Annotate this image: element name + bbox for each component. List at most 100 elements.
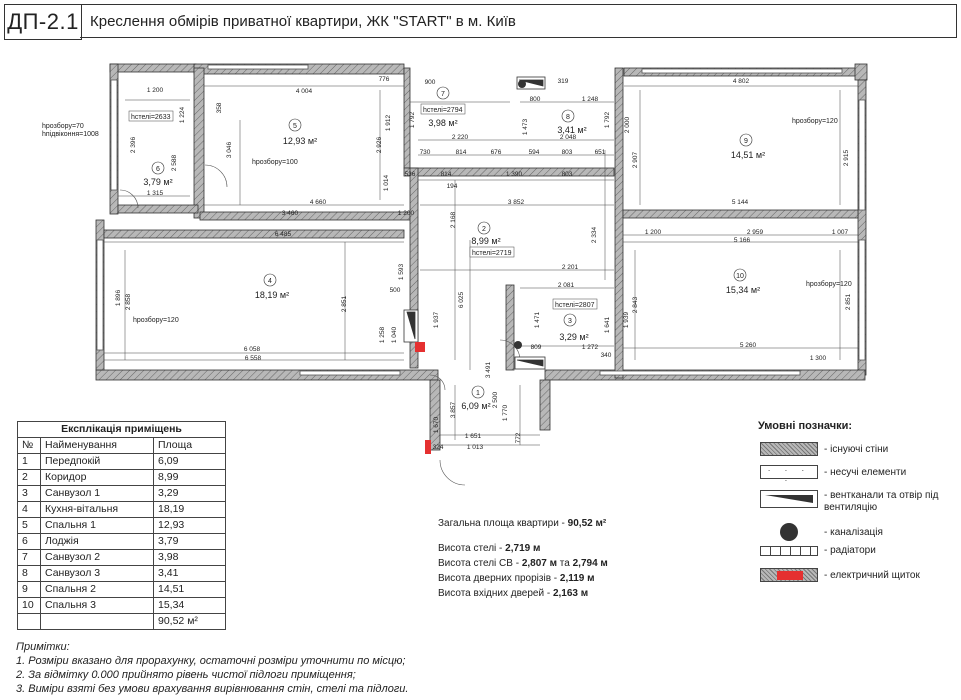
windows xyxy=(96,64,866,376)
entry-door-height: Висота вхідних дверей - 2,163 м xyxy=(438,588,589,599)
ceiling-height-6: hстелі=2633 xyxy=(131,113,171,121)
svg-text:5: 5 xyxy=(293,123,297,130)
svg-text:194: 194 xyxy=(447,183,458,190)
room-9-label: 9 14,51 м² xyxy=(731,133,765,160)
svg-text:1 014: 1 014 xyxy=(383,174,390,191)
note-item: 3. Виміри взяті без умови врахування вир… xyxy=(16,683,409,695)
room-3-label: 3 3,29 м² xyxy=(559,313,589,342)
svg-text:2 851: 2 851 xyxy=(845,293,852,310)
room-10-label: 10 15,34 м² xyxy=(726,268,760,295)
ceiling-height: Висота стелі - 2,719 м xyxy=(438,543,541,554)
legend-vent: - вентканали та отвір під вентиляцію xyxy=(760,490,944,514)
svg-text:2: 2 xyxy=(482,226,486,233)
svg-text:2 048: 2 048 xyxy=(560,134,577,141)
svg-text:2 168: 2 168 xyxy=(450,211,457,228)
legend-title: Умовні позначки: xyxy=(758,420,853,432)
ceiling-height-3: hстелі=2807 xyxy=(555,301,595,309)
electric-panel xyxy=(425,440,431,454)
svg-text:7: 7 xyxy=(441,91,445,98)
hatch-icon xyxy=(760,442,818,456)
legend-electric-panel: - електричний щиток xyxy=(760,568,920,582)
svg-text:814: 814 xyxy=(456,149,467,156)
radiator-icon xyxy=(760,545,818,556)
svg-text:324: 324 xyxy=(433,444,444,451)
svg-text:319: 319 xyxy=(558,78,569,85)
room-7-label: 7 3,98 м² xyxy=(428,86,458,128)
notes-title: Примітки: xyxy=(16,641,70,653)
svg-text:3 857: 3 857 xyxy=(450,401,457,418)
svg-text:1 258: 1 258 xyxy=(379,326,386,343)
svg-text:1 200: 1 200 xyxy=(398,210,415,217)
svg-text:4 004: 4 004 xyxy=(296,88,313,95)
electric-panel-icon xyxy=(760,568,818,582)
room-8-label: 8 3,41 м² xyxy=(557,109,587,135)
svg-text:900: 900 xyxy=(425,79,436,86)
ceiling-height-sv: Висота стелі СВ - 2,807 м та 2,794 м xyxy=(438,558,608,569)
notes: Примітки: 1. Розміри вказано для прораху… xyxy=(16,640,408,696)
svg-text:594: 594 xyxy=(529,149,540,156)
svg-text:18,19 м²: 18,19 м² xyxy=(255,290,289,300)
svg-text:772: 772 xyxy=(515,432,522,443)
svg-text:3 852: 3 852 xyxy=(508,199,525,206)
radiator-height-4: hрозбору=120 xyxy=(133,316,179,324)
svg-text:2 907: 2 907 xyxy=(632,151,639,168)
header-number: № xyxy=(17,437,41,454)
svg-text:800: 800 xyxy=(530,96,541,103)
legend-sewer: - каналізація xyxy=(760,522,883,542)
svg-text:1 641: 1 641 xyxy=(604,316,611,333)
svg-text:8,99 м²: 8,99 м² xyxy=(471,236,500,246)
ceiling-height-2: hстелі=2719 xyxy=(472,249,512,257)
svg-text:2 500: 2 500 xyxy=(492,391,499,408)
svg-text:3 491: 3 491 xyxy=(485,361,492,378)
svg-text:1 013: 1 013 xyxy=(467,444,484,451)
svg-text:4: 4 xyxy=(268,278,272,285)
note-item: 1. Розміри вказано для прорахунку, остат… xyxy=(16,655,406,667)
room-2-label: 2 8,99 м² xyxy=(471,221,501,246)
room-4-label: 4 18,19 м² xyxy=(255,273,289,300)
svg-text:2 000: 2 000 xyxy=(624,116,631,133)
svg-text:500: 500 xyxy=(390,287,401,294)
svg-text:358: 358 xyxy=(216,102,223,113)
svg-text:1 224: 1 224 xyxy=(179,106,186,123)
svg-text:1 593: 1 593 xyxy=(398,263,405,280)
legend-load-bearing: · · · · - несучі елементи xyxy=(760,465,906,485)
svg-text:4 802: 4 802 xyxy=(733,78,750,85)
svg-text:6 025: 6 025 xyxy=(458,291,465,308)
window-sill-height-6: hпідвіконня=1008 xyxy=(42,130,99,138)
svg-text:1 912: 1 912 xyxy=(385,114,392,131)
svg-text:1: 1 xyxy=(476,390,480,397)
radiator-height-6: hрозбору=70 xyxy=(42,122,84,130)
svg-text:6 558: 6 558 xyxy=(245,355,262,362)
svg-text:6: 6 xyxy=(156,166,160,173)
note-item: 2. За відмітку 0.000 прийнято рівень чис… xyxy=(16,669,356,681)
svg-text:1 315: 1 315 xyxy=(147,190,164,197)
svg-text:1 007: 1 007 xyxy=(832,229,849,236)
svg-text:809: 809 xyxy=(531,344,542,351)
vent-icon xyxy=(760,490,818,508)
svg-text:2 220: 2 220 xyxy=(452,134,469,141)
svg-text:814: 814 xyxy=(441,171,452,178)
svg-text:5 166: 5 166 xyxy=(734,237,751,244)
svg-text:1 200: 1 200 xyxy=(645,229,662,236)
svg-text:15,34 м²: 15,34 м² xyxy=(726,285,760,295)
legend-radiators: - радіатори xyxy=(760,545,876,556)
drawing-code: ДП-2.1 xyxy=(4,4,82,40)
room-6-label: 6 3,79 м² xyxy=(143,161,173,187)
svg-text:2 858: 2 858 xyxy=(125,293,132,310)
svg-text:3,41 м²: 3,41 м² xyxy=(557,125,586,135)
svg-text:1 390: 1 390 xyxy=(506,171,523,178)
radiator-height-10: hрозбору=120 xyxy=(806,280,852,288)
svg-text:1 248: 1 248 xyxy=(582,96,599,103)
svg-text:5 260: 5 260 xyxy=(740,342,757,349)
legend-existing-walls: - існуючі стіни xyxy=(760,442,888,456)
header-area: Площа xyxy=(153,437,226,454)
svg-text:1 272: 1 272 xyxy=(582,344,599,351)
svg-text:1 792: 1 792 xyxy=(604,111,611,128)
svg-text:340: 340 xyxy=(601,352,612,359)
svg-text:2 915: 2 915 xyxy=(843,149,850,166)
